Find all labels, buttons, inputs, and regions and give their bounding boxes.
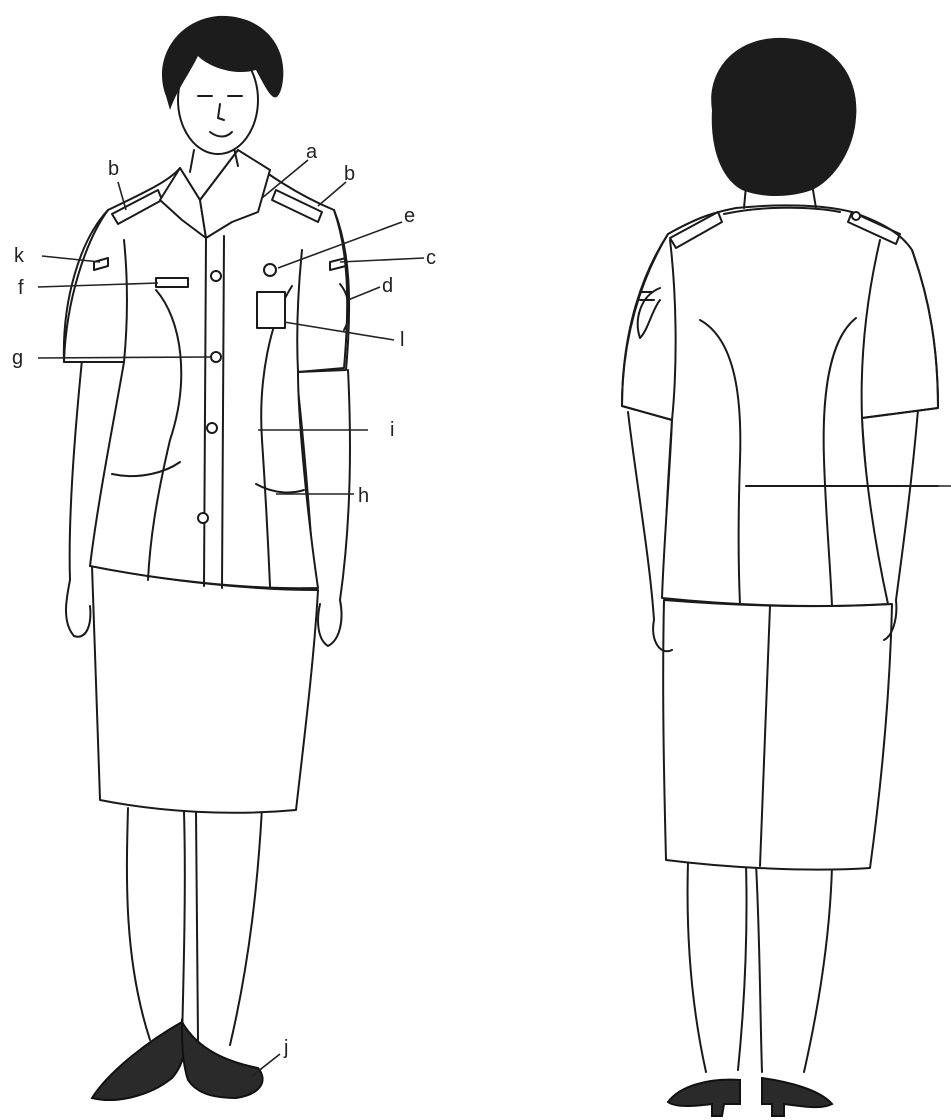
front-left-arm [66, 360, 90, 637]
leader-d [348, 287, 380, 300]
label-a: a [306, 141, 318, 163]
back-hair [711, 38, 856, 196]
front-button-1 [211, 271, 221, 281]
back-right-leg-inner [756, 864, 762, 1072]
front-left-leg-inner [182, 812, 185, 1040]
leader-c [340, 258, 424, 262]
front-right-shoe [182, 1022, 263, 1098]
front-id-badge [257, 292, 285, 328]
label-f: f [18, 277, 24, 299]
label-j-shoe: j [283, 1037, 288, 1059]
label-b-left: b [108, 158, 119, 180]
label-h: h [358, 485, 369, 507]
front-collar-insignia [264, 264, 276, 276]
label-e: e [404, 205, 415, 227]
front-right-arm [318, 370, 350, 646]
label-l-badge: l [400, 329, 404, 351]
back-view-figure [622, 38, 938, 1116]
label-g: g [12, 347, 23, 369]
front-button-4 [198, 513, 208, 523]
label-d: d [382, 275, 393, 297]
back-right-shoe [762, 1078, 832, 1116]
leader-b-right [318, 182, 346, 206]
label-b-right: b [344, 163, 355, 185]
back-right-leg [804, 866, 832, 1072]
back-left-shoe [668, 1080, 740, 1116]
back-left-leg [688, 862, 706, 1072]
front-left-shoe [92, 1022, 185, 1100]
front-skirt [92, 566, 318, 813]
label-c: c [426, 247, 436, 269]
label-k: k [14, 245, 25, 267]
front-nameplate [156, 278, 188, 287]
back-skirt [663, 600, 892, 870]
leader-g [38, 357, 210, 358]
back-epaulette-button [852, 212, 860, 220]
front-left-leg [127, 808, 150, 1040]
front-right-leg [230, 808, 262, 1045]
back-left-leg-inner [738, 864, 747, 1070]
front-button-2 [211, 352, 221, 362]
front-button-3 [207, 423, 217, 433]
front-view-figure [64, 16, 350, 1100]
front-right-leg-inner [196, 812, 198, 1040]
leader-j-shoe [252, 1054, 280, 1076]
label-i: i [390, 419, 394, 441]
back-jacket [622, 205, 938, 606]
